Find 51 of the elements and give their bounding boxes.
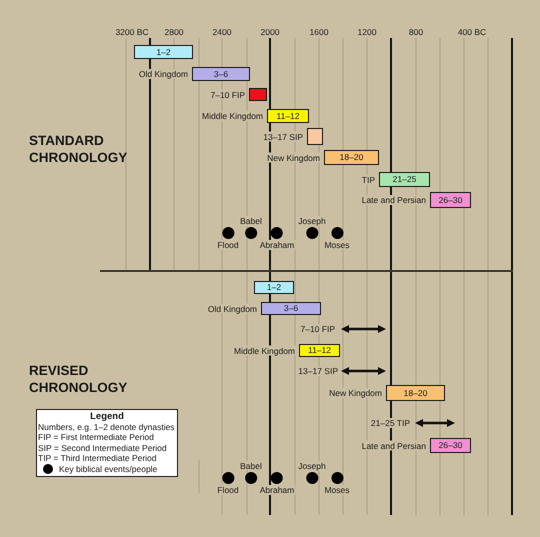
event-label: Abraham (260, 485, 294, 495)
event-label: Joseph (298, 461, 326, 471)
legend-entry: TIP = Third Intermediate Period (38, 453, 157, 464)
period-label: Middle Kingdom (234, 346, 295, 356)
axis-tick-label: 800 (408, 27, 424, 37)
axis-tick-label: 3200 BC (115, 27, 149, 37)
section-heading: STANDARD CHRONOLOGY (29, 133, 128, 166)
period-label: 13–17 SIP (298, 366, 338, 376)
period-bar: 1–2 (254, 281, 294, 294)
period-bar: 18–20 (386, 385, 445, 401)
period-label: Old Kingdom (208, 304, 257, 314)
period-label: Middle Kingdom (202, 111, 263, 121)
legend-entry: Key biblical events/people (59, 464, 158, 474)
event-label: Joseph (298, 216, 326, 226)
period-label: 13–17 SIP (263, 132, 303, 142)
period-label: New Kingdom (267, 152, 320, 162)
axis-tick-label: 2400 (212, 27, 232, 37)
legend-title: Legend (90, 411, 124, 422)
period-label: Old Kingdom (138, 69, 188, 79)
period-label: New Kingdom (329, 388, 382, 398)
event-label: Babel (240, 461, 262, 471)
event-label: Abraham (260, 240, 294, 250)
legend-entry: SIP = Second Intermediate Period (38, 442, 167, 454)
period-label: 21–25 TIP (370, 418, 410, 428)
event-label: Flood (217, 485, 239, 495)
axis-tick-label: 2000 (260, 27, 280, 37)
period-bar: 18–20 (324, 150, 379, 165)
period-label: Late and Persian (362, 440, 426, 450)
period-label: TIP (362, 174, 375, 184)
period-bar: 21–25 (379, 172, 430, 187)
period-bar: 11–12 (267, 109, 309, 123)
axis-tick-label: 1600 (310, 27, 328, 37)
period-label: 7–10 FIP (300, 324, 335, 334)
legend-entry: FIP = First Intermediate Period (38, 432, 154, 443)
period-bar: 26–30 (430, 192, 471, 208)
period-bar: 3–6 (192, 67, 250, 81)
event-label: Flood (217, 240, 239, 250)
event-label: Moses (324, 485, 350, 495)
section-heading: REVISED CHRONOLOGY (29, 363, 128, 396)
axis-tick-label: 1200 (358, 27, 376, 37)
period-bar: 3–6 (261, 302, 321, 315)
period-bar: 11–12 (299, 344, 340, 357)
event-label: Babel (240, 216, 262, 226)
axis-tick-label: 2800 (164, 27, 184, 37)
period-bar: 1–2 (134, 45, 193, 59)
event-label: Moses (324, 240, 350, 250)
legend-entry: Numbers, e.g. 1–2 denote dynasties (38, 422, 175, 432)
axis-tick-label: 400 BC (458, 27, 486, 37)
period-bar: 26–30 (430, 438, 471, 453)
period-label: Late and Persian (362, 195, 426, 205)
period-label: 7–10 FIP (210, 90, 245, 100)
